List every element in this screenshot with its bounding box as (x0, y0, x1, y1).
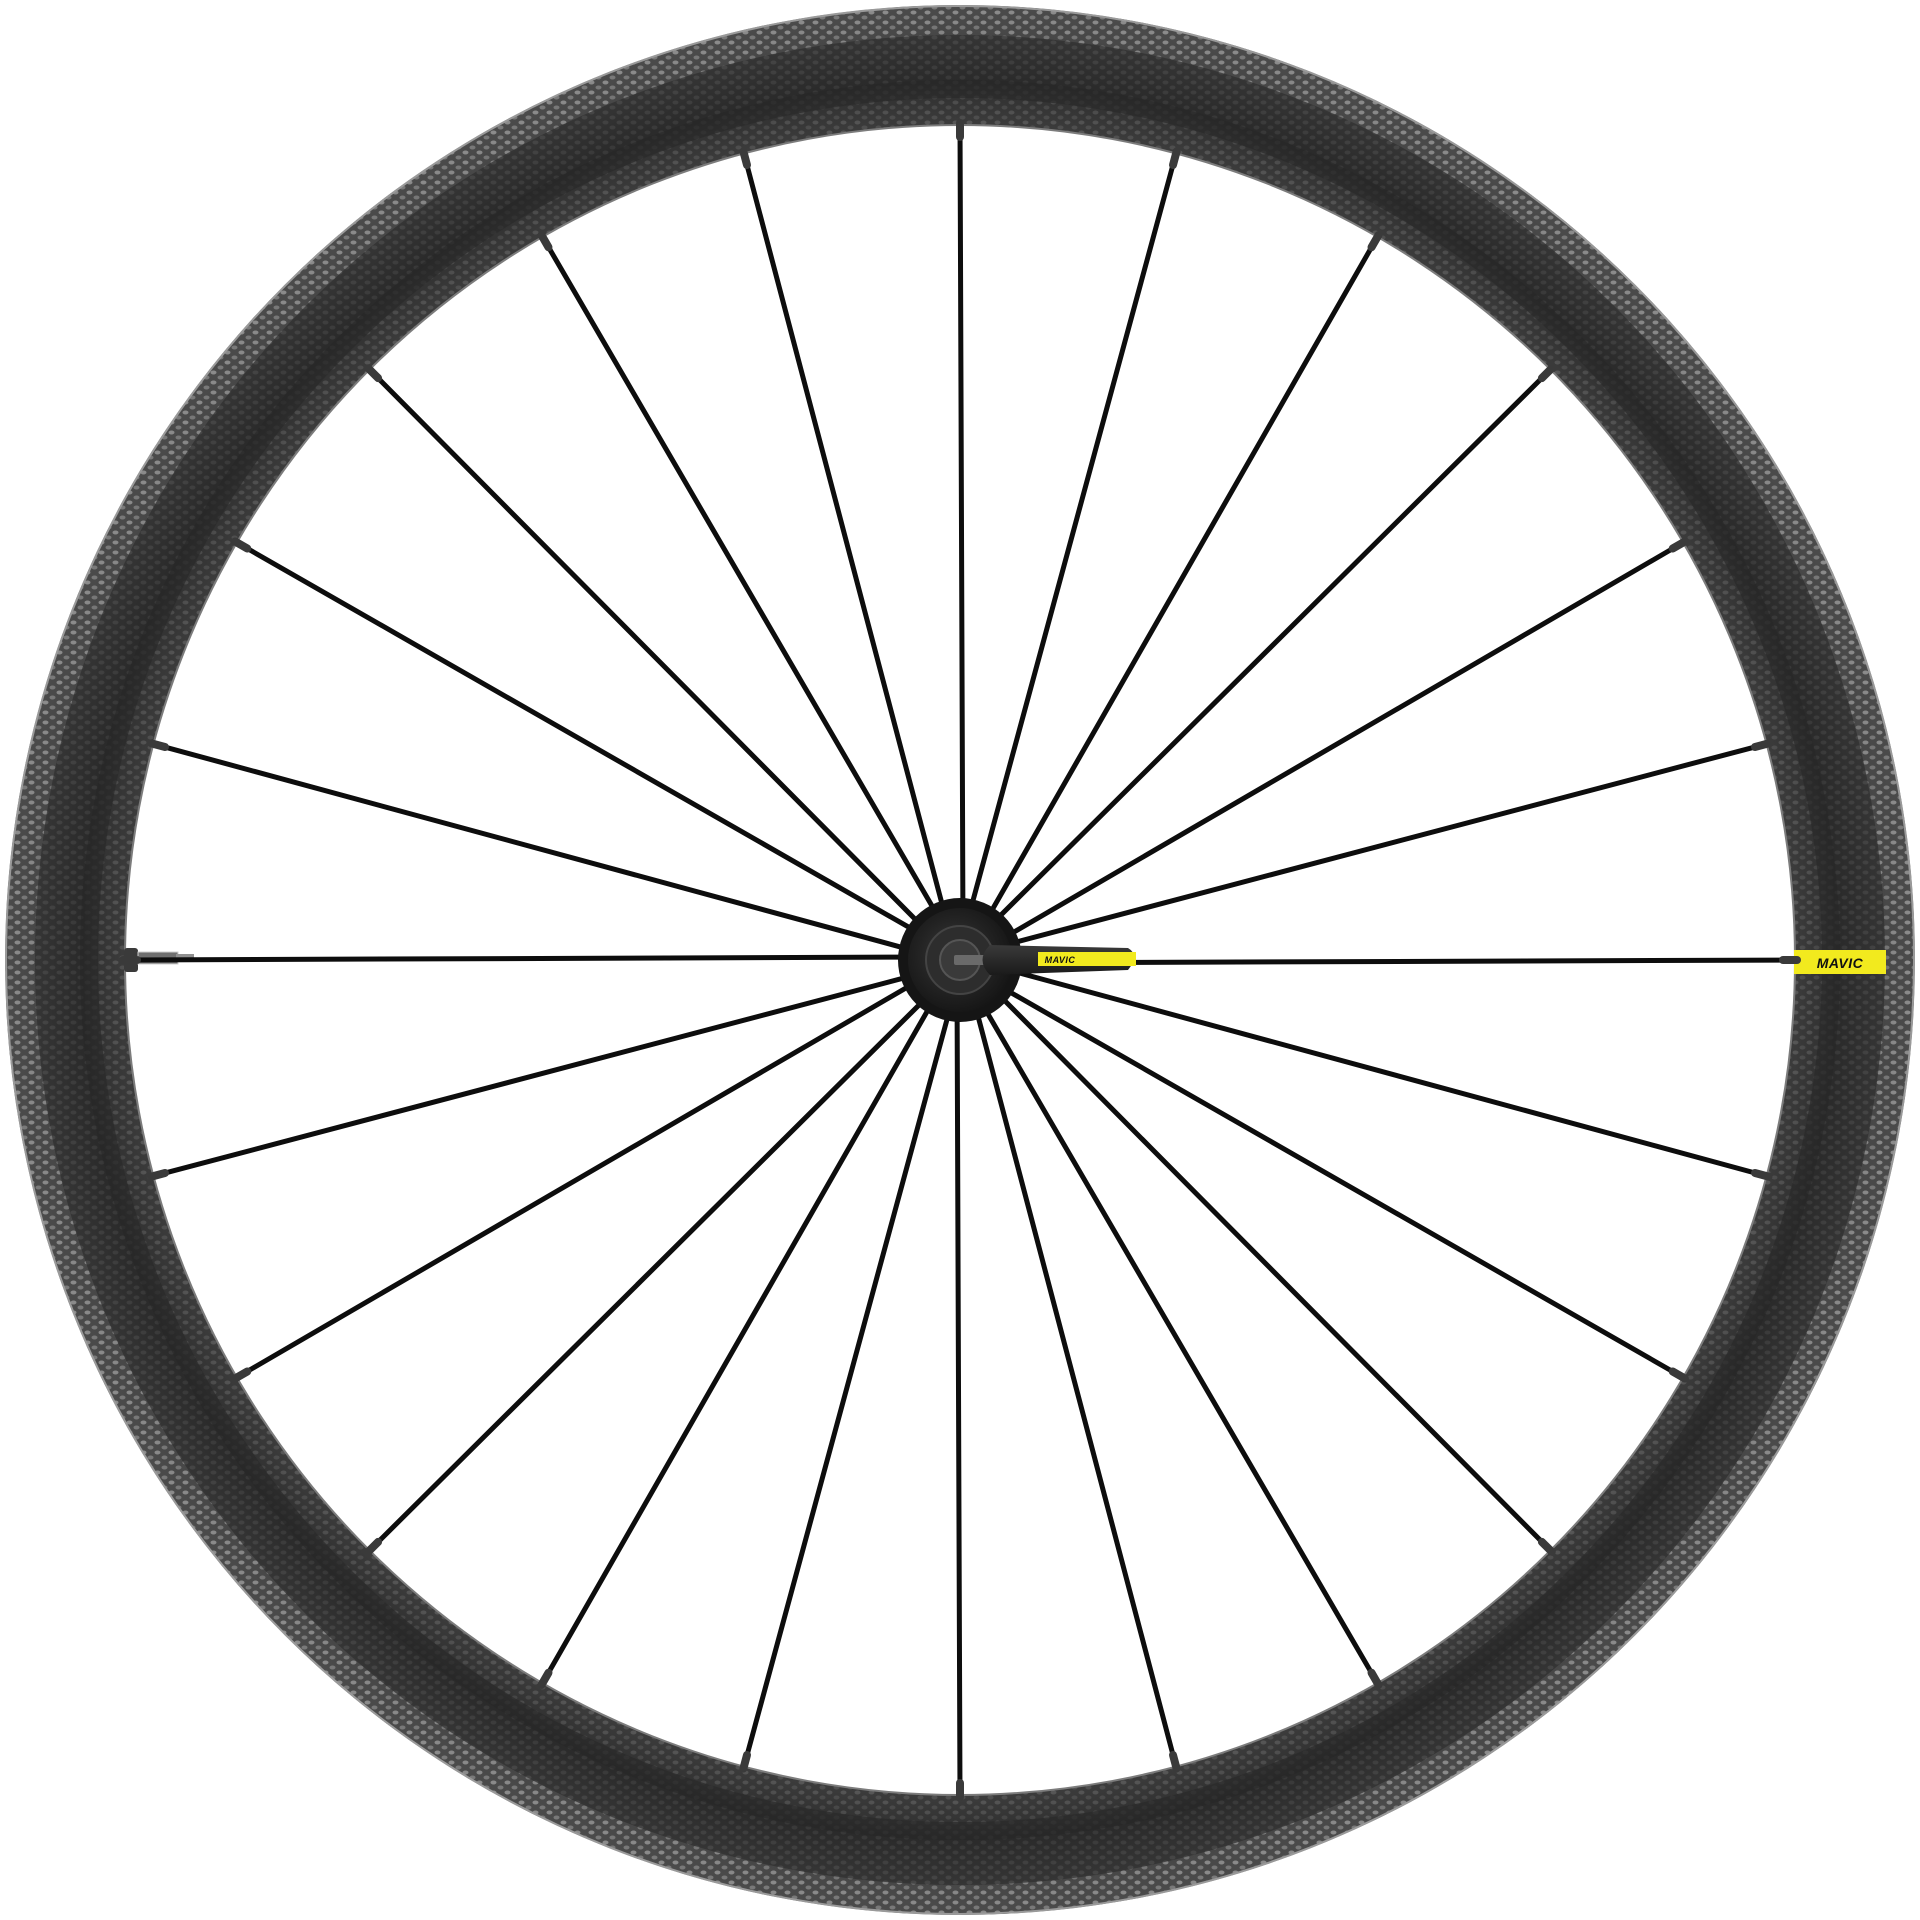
spoke-nipple (364, 364, 383, 383)
spoke (1000, 539, 1688, 941)
spokes (119, 119, 1801, 1801)
spoke-nipple (364, 1537, 383, 1556)
spoke-nipple (1751, 739, 1773, 751)
rim-brand-text: MAVIC (1817, 955, 1864, 971)
spoke (365, 365, 927, 931)
spoke (740, 149, 948, 917)
spoke-nipple (1169, 1751, 1181, 1773)
spoke (979, 1000, 1381, 1688)
spoke (957, 120, 966, 915)
spoke-nipple (231, 1367, 252, 1383)
spoke (539, 997, 937, 1688)
spoke (1003, 740, 1771, 948)
spoke (539, 232, 941, 920)
spoke (365, 993, 931, 1555)
spoke (967, 149, 1180, 916)
spoke (972, 1003, 1180, 1771)
rim-brand-decal: MAVIC (1794, 950, 1886, 974)
spoke-nipple (1751, 1169, 1773, 1181)
spoke-nipple (739, 1751, 751, 1773)
spoke (1005, 957, 1800, 966)
spoke (1004, 967, 1771, 1180)
spoke-nipple (147, 1169, 169, 1181)
hub-brand-text: MAVIC (1045, 955, 1076, 965)
spoke (983, 232, 1381, 923)
spoke-nipple (1367, 1668, 1383, 1689)
spoke (149, 740, 916, 953)
spoke-nipple (1668, 1367, 1689, 1383)
spoke (120, 954, 915, 963)
spoke-nipple (1537, 1537, 1556, 1556)
spoke (232, 539, 923, 937)
spoke (997, 983, 1688, 1381)
spoke (993, 989, 1555, 1555)
spoke-nipple (1367, 231, 1383, 252)
spoke (954, 1005, 963, 1800)
spoke-nipple (739, 147, 751, 169)
quick-release-lever: MAVIC (954, 945, 1136, 975)
spoke-nipple (147, 739, 169, 751)
spoke (232, 979, 920, 1381)
spoke-nipple (1537, 364, 1556, 383)
spoke-nipple (537, 231, 553, 252)
spoke-nipple (1169, 147, 1181, 169)
rim-outer-edge (5, 5, 1915, 1915)
spoke-nipple (537, 1668, 553, 1689)
spoke-nipple (231, 537, 252, 553)
spoke (740, 1004, 953, 1771)
spoke-nipple (1668, 537, 1689, 553)
spoke (149, 972, 917, 1180)
spoke (989, 365, 1555, 927)
